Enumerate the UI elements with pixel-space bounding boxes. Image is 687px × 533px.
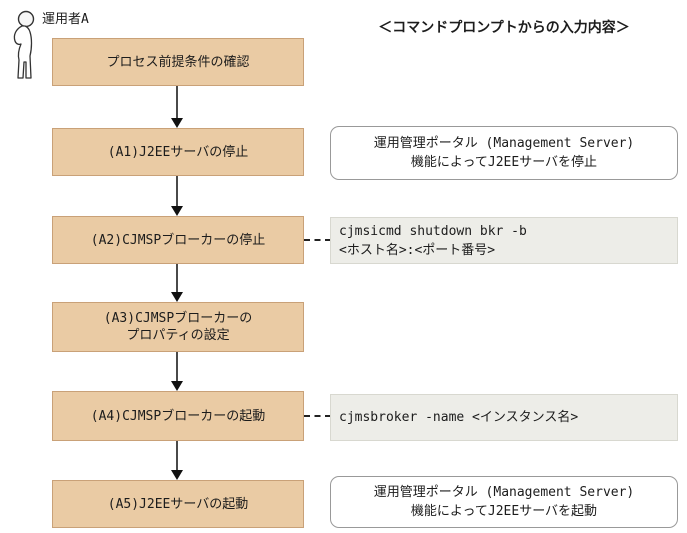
flow-step-a3-set-properties: (A3)CJMSPブローカーの プロパティの設定: [52, 302, 304, 352]
flow-step-a1-stop-j2ee: (A1)J2EEサーバの停止: [52, 128, 304, 176]
person-icon: [6, 10, 42, 84]
arrow-head-icon: [171, 292, 183, 302]
down-arrow: [171, 176, 183, 216]
arrow-shaft: [176, 176, 178, 208]
flow-step-label: (A3)CJMSPブローカーの: [103, 311, 253, 326]
annotation-command-start: cjmsbroker -name <インスタンス名>: [330, 394, 678, 441]
annotation-portal-stop: 運用管理ポータル (Management Server) 機能によってJ2EEサ…: [330, 126, 678, 180]
flow-step-a2-stop-broker: (A2)CJMSPブローカーの停止: [52, 216, 304, 264]
annotation-line: 運用管理ポータル (Management Server): [373, 485, 635, 500]
annotation-line: 機能によってJ2EEサーバを停止: [410, 155, 598, 170]
arrow-shaft: [176, 86, 178, 120]
command-line: cjmsbroker -name <インスタンス名>: [339, 410, 579, 425]
arrow-shaft: [176, 441, 178, 472]
flow-step-label: (A5)J2EEサーバの起動: [107, 496, 249, 512]
arrow-shaft: [176, 352, 178, 383]
flow-step-a5-start-j2ee: (A5)J2EEサーバの起動: [52, 480, 304, 528]
down-arrow: [171, 352, 183, 391]
annotation-command-shutdown: cjmsicmd shutdown bkr -b <ホスト名>:<ポート番号>: [330, 217, 678, 264]
flow-step-label: (A2)CJMSPブローカーの停止: [90, 232, 266, 248]
column-header: ＜コマンドプロンプトからの入力内容＞: [378, 20, 630, 36]
flow-step-precondition: プロセス前提条件の確認: [52, 38, 304, 86]
arrow-head-icon: [171, 118, 183, 128]
annotation-line: 機能によってJ2EEサーバを起動: [410, 504, 598, 519]
arrow-head-icon: [171, 206, 183, 216]
arrow-head-icon: [171, 470, 183, 480]
arrow-shaft: [176, 264, 178, 294]
command-line: cjmsicmd shutdown bkr -b: [339, 223, 527, 239]
flow-step-label: プロパティの設定: [126, 328, 230, 343]
operator-label: 運用者A: [42, 12, 89, 27]
down-arrow: [171, 264, 183, 302]
down-arrow: [171, 441, 183, 480]
annotation-portal-start: 運用管理ポータル (Management Server) 機能によってJ2EEサ…: [330, 476, 678, 528]
flow-step-label: (A4)CJMSPブローカーの起動: [90, 408, 266, 424]
command-line: <ホスト名>:<ポート番号>: [339, 242, 496, 258]
annotation-line: 運用管理ポータル (Management Server): [373, 136, 635, 151]
dashed-connector: [304, 239, 331, 241]
flow-step-label: (A1)J2EEサーバの停止: [107, 144, 249, 160]
dashed-connector: [304, 415, 331, 417]
flow-step-label: プロセス前提条件の確認: [106, 54, 250, 70]
down-arrow: [171, 86, 183, 128]
arrow-head-icon: [171, 381, 183, 391]
flow-step-a4-start-broker: (A4)CJMSPブローカーの起動: [52, 391, 304, 441]
